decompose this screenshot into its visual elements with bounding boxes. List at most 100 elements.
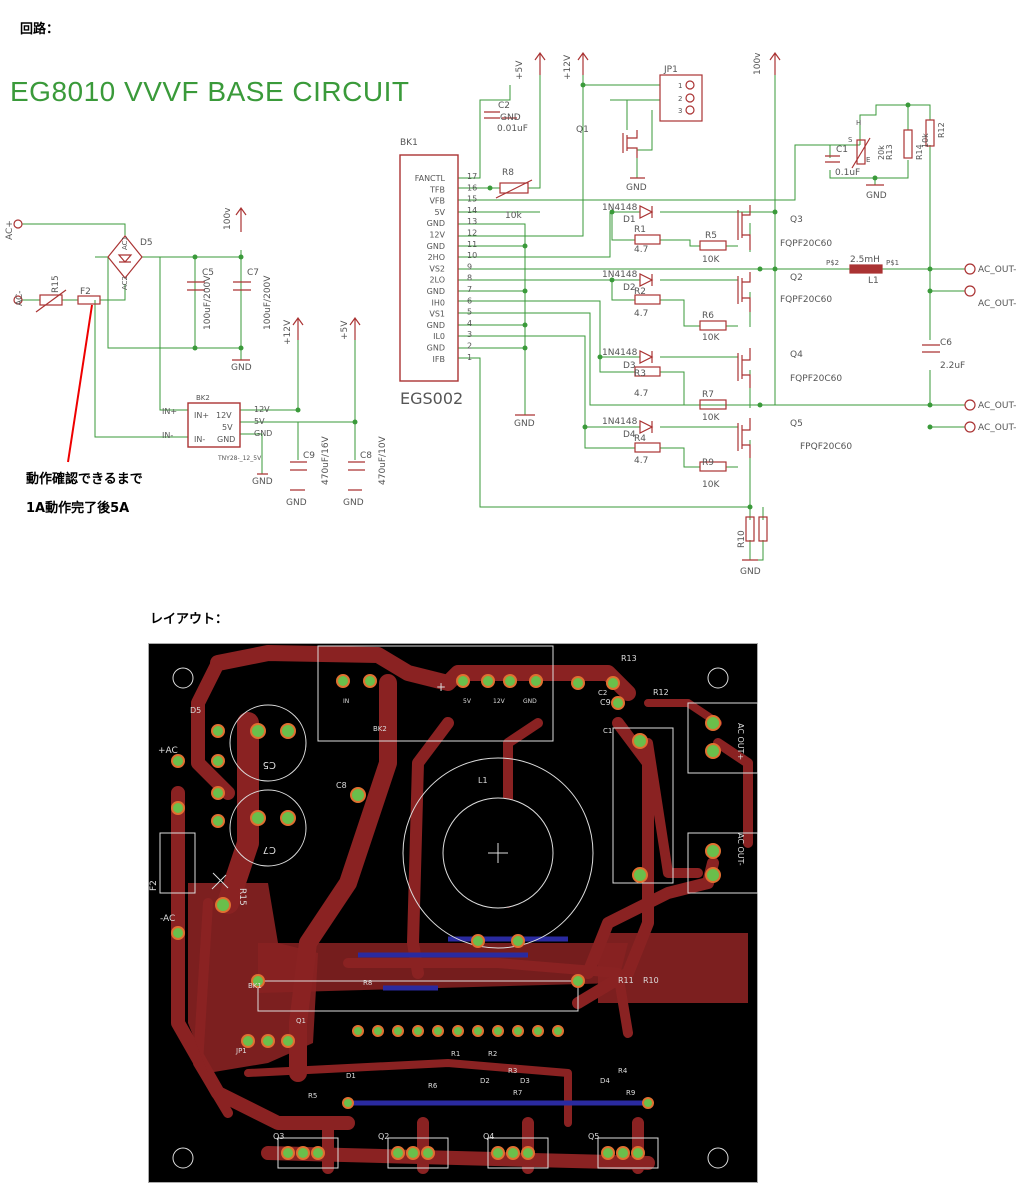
pcb-label-c1: C1 (603, 727, 612, 735)
label-q4: Q4 (790, 350, 803, 360)
pcb-label-out1: AC OUT+ (736, 723, 745, 760)
pcb-label-d2: D2 (480, 1077, 490, 1085)
ic-pin-name: IFB (433, 355, 445, 364)
pcb-label-c7: C7 (263, 844, 276, 855)
ic-pin-number: 3 (467, 330, 472, 339)
pcb-label-ac-minus: -AC (160, 914, 175, 924)
label-r13: R13 (885, 144, 894, 160)
pcb-label-r13: R13 (621, 654, 637, 663)
pcb-label-q5: Q5 (588, 1132, 599, 1141)
ic-pin-number: 11 (467, 240, 477, 249)
label-c2: C2 (498, 101, 510, 111)
label-l1: L1 (868, 276, 879, 286)
label-out-12v: 12V (254, 405, 270, 414)
label-c7-value: 100uF/200V (263, 275, 273, 330)
fuse-note-line1: 動作確認できるまで (26, 472, 143, 487)
pcb-label-bk1: BK1 (248, 982, 262, 990)
label-c6-value: 2.2uF (940, 361, 965, 371)
pcb-label-out2: AC OUT- (736, 833, 745, 866)
pcb-label-gnd: GND (523, 698, 537, 705)
label-r5: R5 (705, 231, 717, 241)
label-ac-out-1: AC_OUT- (978, 265, 1016, 275)
layout-heading: レイアウト： (150, 612, 229, 627)
label-q4-part: FQPF20C60 (790, 374, 842, 384)
label-h: H (856, 119, 861, 127)
ic-pin-name: 2LO (429, 276, 445, 285)
ic-pin-name: IH0 (432, 298, 445, 307)
label-r8: R8 (502, 168, 514, 178)
ic-pin-number: 16 (467, 183, 477, 192)
ic-pin-name: GND (427, 287, 445, 296)
label-c6: C6 (940, 338, 952, 348)
label-q5-part: FPQF20C60 (800, 442, 852, 452)
pcb-label-c5: C5 (263, 759, 276, 770)
pcb-label-r8: R8 (363, 979, 372, 987)
ic-pin-number: 2 (467, 342, 472, 351)
pcb-label-r11: R11 (618, 976, 634, 985)
label-ps1: P$1 (886, 259, 899, 267)
label-ac-minus: AC- (15, 290, 25, 306)
label-r6-value: 10K (702, 333, 720, 343)
ic-pin-name: FANCTL (415, 174, 446, 183)
label-r15: R15 (51, 275, 61, 293)
pcb-label-r7: R7 (513, 1089, 522, 1097)
label-r3: R3 (634, 369, 646, 379)
label-d3: D3 (623, 361, 636, 371)
label-bk2-in-minus: IN- (194, 435, 205, 444)
pcb-label-r3: R3 (508, 1067, 517, 1075)
pcb-label-q4: Q4 (483, 1132, 494, 1141)
pcb-label-c8: C8 (336, 781, 347, 790)
label-gnd-q1: GND (626, 183, 647, 193)
label-12v-top: +12V (563, 54, 573, 80)
label-q5: Q5 (790, 419, 803, 429)
pcb-layout: C5 C7 C8 C9 L1 BK2 BK1 F2 R15 D5 +AC -AC… (148, 643, 758, 1183)
ic-pin-name: GND (427, 344, 445, 353)
ic-pin-name: VS1 (429, 310, 445, 319)
label-r10: R10 (737, 530, 747, 548)
label-q1: Q1 (576, 125, 589, 135)
ic-pin-number: 4 (467, 319, 472, 328)
ic-pin-name: 2HO (428, 253, 445, 262)
label-r9-value: 10K (702, 480, 720, 490)
label-ps2: P$2 (826, 259, 839, 267)
pcb-label-r6: R6 (428, 1082, 438, 1090)
label-r4-value: 4.7 (634, 456, 648, 466)
label-jp1-2: 2 (678, 95, 682, 103)
label-gnd-c8: GND (343, 498, 364, 508)
pcb-label-q3: Q3 (273, 1132, 284, 1141)
pcb-label-plus: + (436, 680, 446, 694)
label-bk2: BK2 (196, 394, 210, 402)
label-s: S (848, 136, 853, 144)
label-q2-part: FQPF20C60 (780, 295, 832, 305)
label-c9: C9 (303, 451, 315, 461)
label-c7: C7 (247, 268, 259, 278)
label-l1-value: 2.5mH (850, 255, 880, 265)
ic-pin-name: GND (427, 321, 445, 330)
pcb-label-ac-plus: +AC (158, 746, 178, 756)
label-gnd-bk2: GND (252, 477, 273, 487)
label-r14: R14 (915, 144, 924, 160)
pcb-label-in: IN (343, 698, 349, 705)
label-r12: R12 (937, 122, 946, 138)
ic-pin-number: 9 (467, 262, 472, 271)
label-d4-part: 1N4148 (602, 417, 638, 427)
label-d4: D4 (623, 430, 636, 440)
label-bk2-5v: 5V (222, 423, 233, 432)
label-ac1: AC1 (121, 236, 129, 250)
label-gnd-ic: GND (514, 419, 535, 429)
label-gnd-r10: GND (740, 567, 761, 577)
ic-pin-name: GND (427, 242, 445, 251)
ic-pin-name: VFB (429, 197, 445, 206)
ic-pin-number: 8 (467, 274, 472, 283)
label-c1-value: 0.1uF (835, 168, 860, 178)
pcb-label-r4: R4 (618, 1067, 628, 1075)
pcb-label-q2: Q2 (378, 1132, 389, 1141)
label-plus5v: +5V (340, 320, 350, 340)
pcb-label-f2: F2 (149, 880, 159, 891)
label-c8: C8 (360, 451, 372, 461)
label-q3: Q3 (790, 215, 803, 225)
label-r14-value: 10k (921, 133, 930, 148)
label-c5: C5 (202, 268, 214, 278)
label-c8-value: 470uF/10V (378, 435, 388, 485)
label-ac-out-3: AC_OUT- (978, 401, 1016, 411)
